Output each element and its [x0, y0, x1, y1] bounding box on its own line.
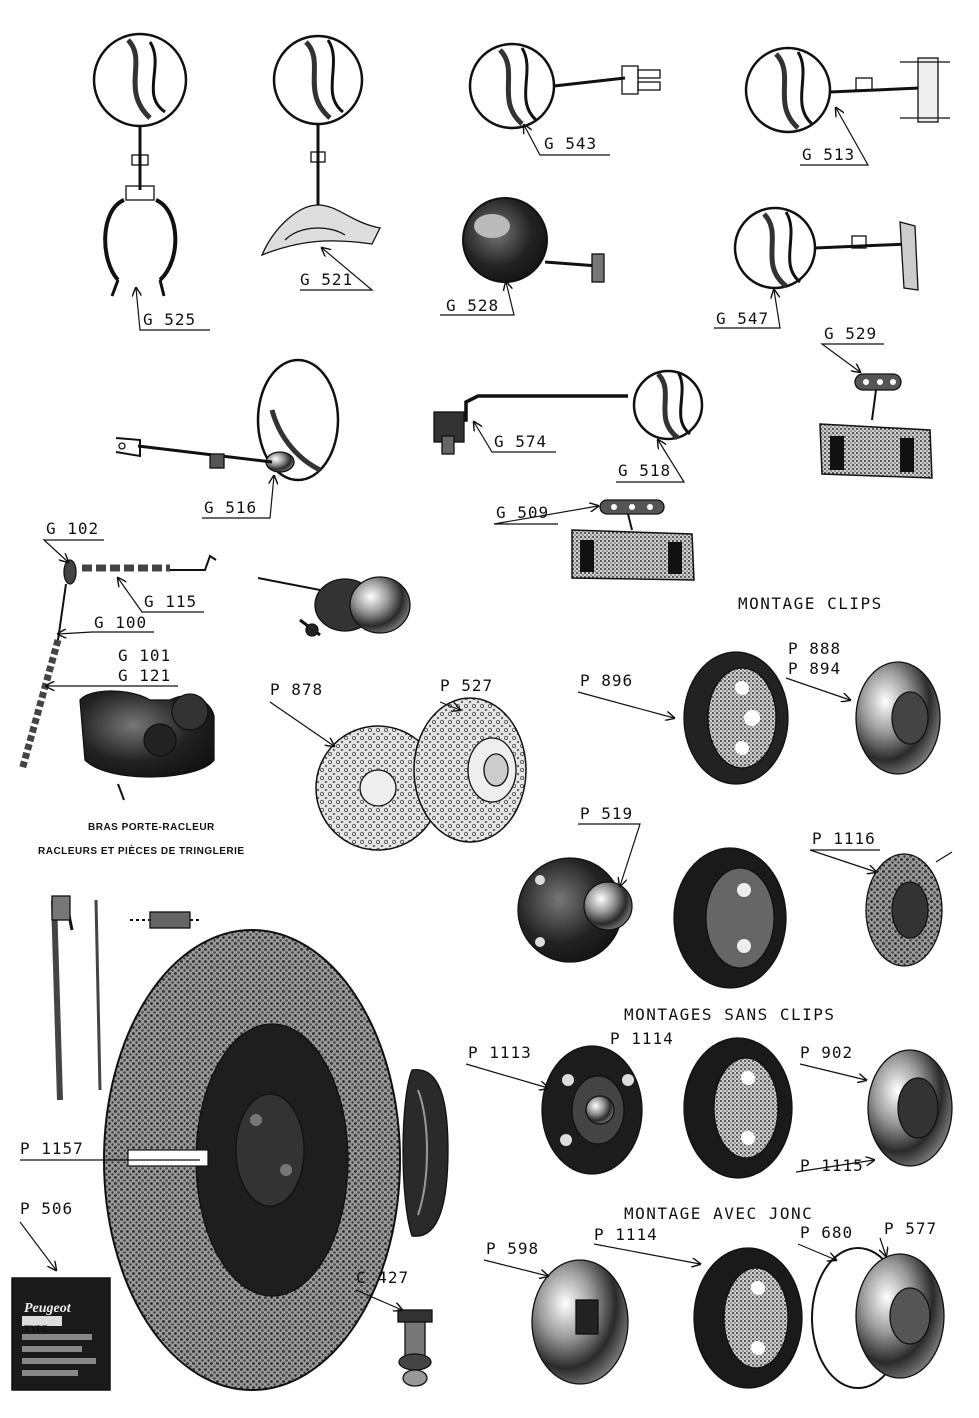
label-p598: P 598	[486, 1239, 540, 1258]
label-g574: G 574	[494, 432, 548, 451]
label-p527: P 527	[440, 676, 494, 695]
heading-montage-avec-jonc: MONTAGE AVEC JONC	[624, 1204, 814, 1223]
label-g521: G 521	[300, 270, 354, 289]
bolt-c427-drawing	[397, 1309, 433, 1387]
label-p896: P 896	[580, 671, 634, 690]
mirror-g543-drawing	[468, 42, 661, 130]
label-p519: P 519	[580, 804, 634, 823]
mirror-g574-drawing	[433, 369, 704, 455]
mirror-g521-drawing	[260, 34, 381, 257]
wiper-motor-drawing	[257, 576, 411, 637]
lamp-g509-drawing	[571, 499, 695, 581]
hubcap-p577-drawing	[855, 1253, 945, 1379]
label-p878: P 878	[270, 680, 324, 699]
plate-p506-drawing	[11, 1277, 111, 1391]
label-p1116: P 1116	[812, 829, 876, 848]
label-g543: G 543	[544, 134, 598, 153]
label-p1114-top: P 1114	[610, 1029, 674, 1048]
hubcap-p598-drawing	[531, 1259, 629, 1385]
mirror-g513-drawing	[744, 46, 950, 134]
wiper-assembly-drawing	[18, 554, 217, 801]
label-g547: G 547	[716, 309, 770, 328]
label-g525: G 525	[143, 310, 197, 329]
heading-montage-clips: MONTAGE CLIPS	[738, 594, 883, 613]
label-g101: G 101	[118, 646, 172, 665]
heading-montages-sans-clips: MONTAGES SANS CLIPS	[624, 1005, 836, 1024]
mirror-g547-drawing	[733, 206, 919, 291]
label-p902: P 902	[800, 1043, 854, 1062]
wheel-p1115-drawing	[683, 1037, 793, 1179]
label-g100: G 100	[94, 613, 148, 632]
lamp-g529-drawing	[819, 373, 933, 479]
hub-p519-drawing	[517, 857, 633, 963]
label-c427: C 427	[356, 1268, 410, 1287]
hub-p1113-drawing	[541, 1045, 643, 1175]
label-g516: G 516	[204, 498, 258, 517]
label-p1157: P 1157	[20, 1139, 84, 1158]
label-g121: G 121	[118, 666, 172, 685]
mirror-g516-drawing	[115, 358, 340, 482]
label-p888: P 888	[788, 639, 842, 658]
label-p680: P 680	[800, 1223, 854, 1242]
label-p1114-bottom: P 1114	[594, 1225, 658, 1244]
leader-lines	[19, 108, 953, 1310]
label-g102: G 102	[46, 519, 100, 538]
label-p894: P 894	[788, 659, 842, 678]
label-g115: G 115	[144, 592, 198, 611]
mirror-g525-drawing	[92, 32, 188, 297]
wheel-p896-drawing	[683, 651, 789, 785]
label-p506: P 506	[20, 1199, 74, 1218]
label-g509: G 509	[496, 503, 550, 522]
caption-line1: BRAS PORTE-RACLEUR	[88, 822, 215, 833]
disc-p878-drawing	[315, 725, 441, 851]
label-g529: G 529	[824, 324, 878, 343]
plate-type: TYPE	[24, 1324, 48, 1334]
spare-wheel-p1157-drawing	[103, 929, 401, 1391]
mirror-g528-drawing	[462, 197, 605, 283]
wiper-blades-drawing	[51, 895, 200, 1101]
label-p577: P 577	[884, 1219, 938, 1238]
hubcap-p902-drawing	[867, 1049, 953, 1167]
disc-p1116-drawing	[865, 853, 943, 967]
caption-line2: RACLEURS ET PIÈCES DE TRINGLERIE	[38, 846, 245, 857]
label-p1113: P 1113	[468, 1043, 532, 1062]
wheel-middle-drawing	[673, 847, 787, 989]
wheel-p1114b-drawing	[693, 1247, 803, 1389]
tyre-profile-drawing	[402, 1069, 449, 1237]
hubcap-p894-drawing	[855, 661, 941, 775]
disc-p527-drawing	[413, 697, 527, 843]
label-g528: G 528	[446, 296, 500, 315]
label-g518: G 518	[618, 461, 672, 480]
label-p1115: P 1115	[800, 1156, 864, 1175]
label-g513: G 513	[802, 145, 856, 164]
plate-brand: Peugeot	[24, 1301, 72, 1316]
